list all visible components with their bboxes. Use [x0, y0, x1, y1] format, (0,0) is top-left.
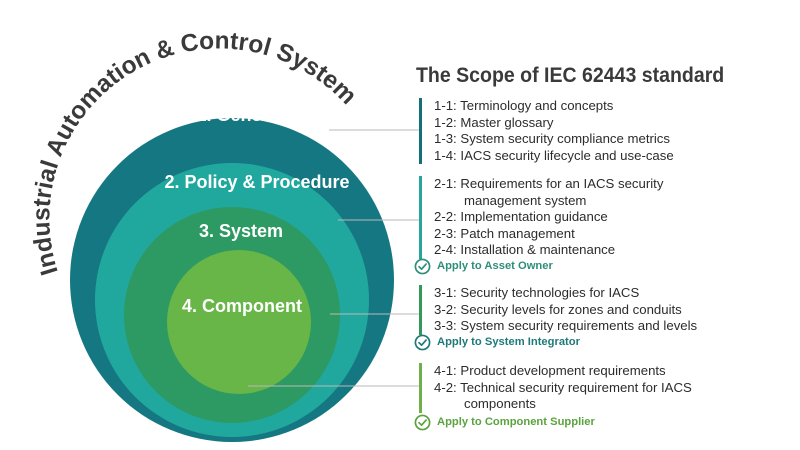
circle-component — [167, 250, 311, 394]
apply-asset-owner: Apply to Asset Owner — [414, 257, 553, 275]
list-item: 1-4: IACS security lifecycle and use-cas… — [434, 147, 674, 163]
scope-title: The Scope of IEC 62443 standard — [416, 64, 725, 87]
list-item: 4-2: Technical security requirement for … — [434, 379, 692, 412]
list-item: 3-2: Security levels for zones and condu… — [434, 301, 682, 317]
check-circle-icon — [414, 414, 431, 430]
check-circle-icon — [414, 258, 431, 274]
apply-component-supplier: Apply to Component Supplier — [414, 413, 595, 431]
group-system: 3-1: Security technologies for IACS 3-2:… — [419, 285, 697, 335]
label-policy-procedure: 2. Policy & Procedure — [164, 172, 349, 192]
group-general: 1-1: Terminology and concepts 1-2: Maste… — [419, 98, 674, 165]
label-general: 1. General — [196, 105, 283, 125]
group-component: 4-1: Product development requirements 4-… — [419, 363, 692, 413]
label-system: 3. System — [199, 221, 283, 241]
list-item: 3-3: System security requirements and le… — [434, 318, 698, 334]
list-item: 2-4: Installation & maintenance — [434, 242, 616, 258]
list-item: 1-2: Master glossary — [434, 114, 554, 130]
apply-label: Apply to Asset Owner — [437, 260, 553, 272]
apply-label: Apply to Component Supplier — [437, 416, 595, 428]
list-item: 3-1: Security technologies for IACS — [434, 285, 640, 300]
list-item: 1-3: System security compliance metrics — [434, 131, 670, 147]
apply-label: Apply to System Integrator — [437, 336, 580, 348]
list-item: 2-2: Implementation guidance — [434, 209, 608, 225]
list-item: 4-1: Product development requirements — [434, 363, 666, 378]
check-circle-icon — [414, 334, 431, 350]
list-item: 2-3: Patch management — [434, 225, 575, 241]
label-component: 4. Component — [182, 296, 302, 316]
apply-system-integrator: Apply to System Integrator — [414, 333, 580, 351]
list-item: 1-1: Terminology and concepts — [434, 98, 614, 113]
